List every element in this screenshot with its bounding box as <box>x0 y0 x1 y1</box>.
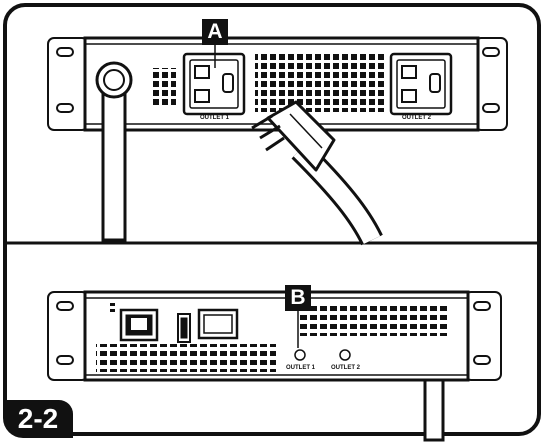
callout-b: B <box>285 285 311 311</box>
outlet-1-label-top: OUTLET 1 <box>200 115 230 121</box>
callout-a: A <box>202 19 228 45</box>
vent-grille-top <box>255 54 385 112</box>
outlet-2-top <box>389 52 453 116</box>
network-port-1 <box>119 308 159 342</box>
usb-port <box>177 313 191 343</box>
outlet-1-top <box>182 52 246 116</box>
indicator-outlet-1 <box>294 349 306 361</box>
right-rack-ear-bottom <box>464 291 502 381</box>
left-rack-ear-top <box>47 37 89 131</box>
cord-bottom <box>423 376 445 442</box>
top-panel <box>47 36 508 246</box>
outlet-2-label-top: OUTLET 2 <box>402 115 432 121</box>
left-rack-ear-bottom <box>47 291 89 381</box>
vent-left-top <box>153 68 176 108</box>
indicator-outlet-2 <box>339 349 351 361</box>
figure-label: 2-2 <box>3 400 73 438</box>
outlet-2-label-bottom: OUTLET 2 <box>331 365 361 371</box>
right-rack-ear-top <box>474 37 508 131</box>
bottom-panel <box>47 290 502 442</box>
vent-right-bottom <box>300 306 450 336</box>
power-cord-left <box>95 61 133 242</box>
outlet-1-label-bottom: OUTLET 1 <box>286 365 316 371</box>
vent-lower-left <box>96 344 276 372</box>
network-port-2 <box>197 308 239 340</box>
plug-cable <box>251 100 383 246</box>
